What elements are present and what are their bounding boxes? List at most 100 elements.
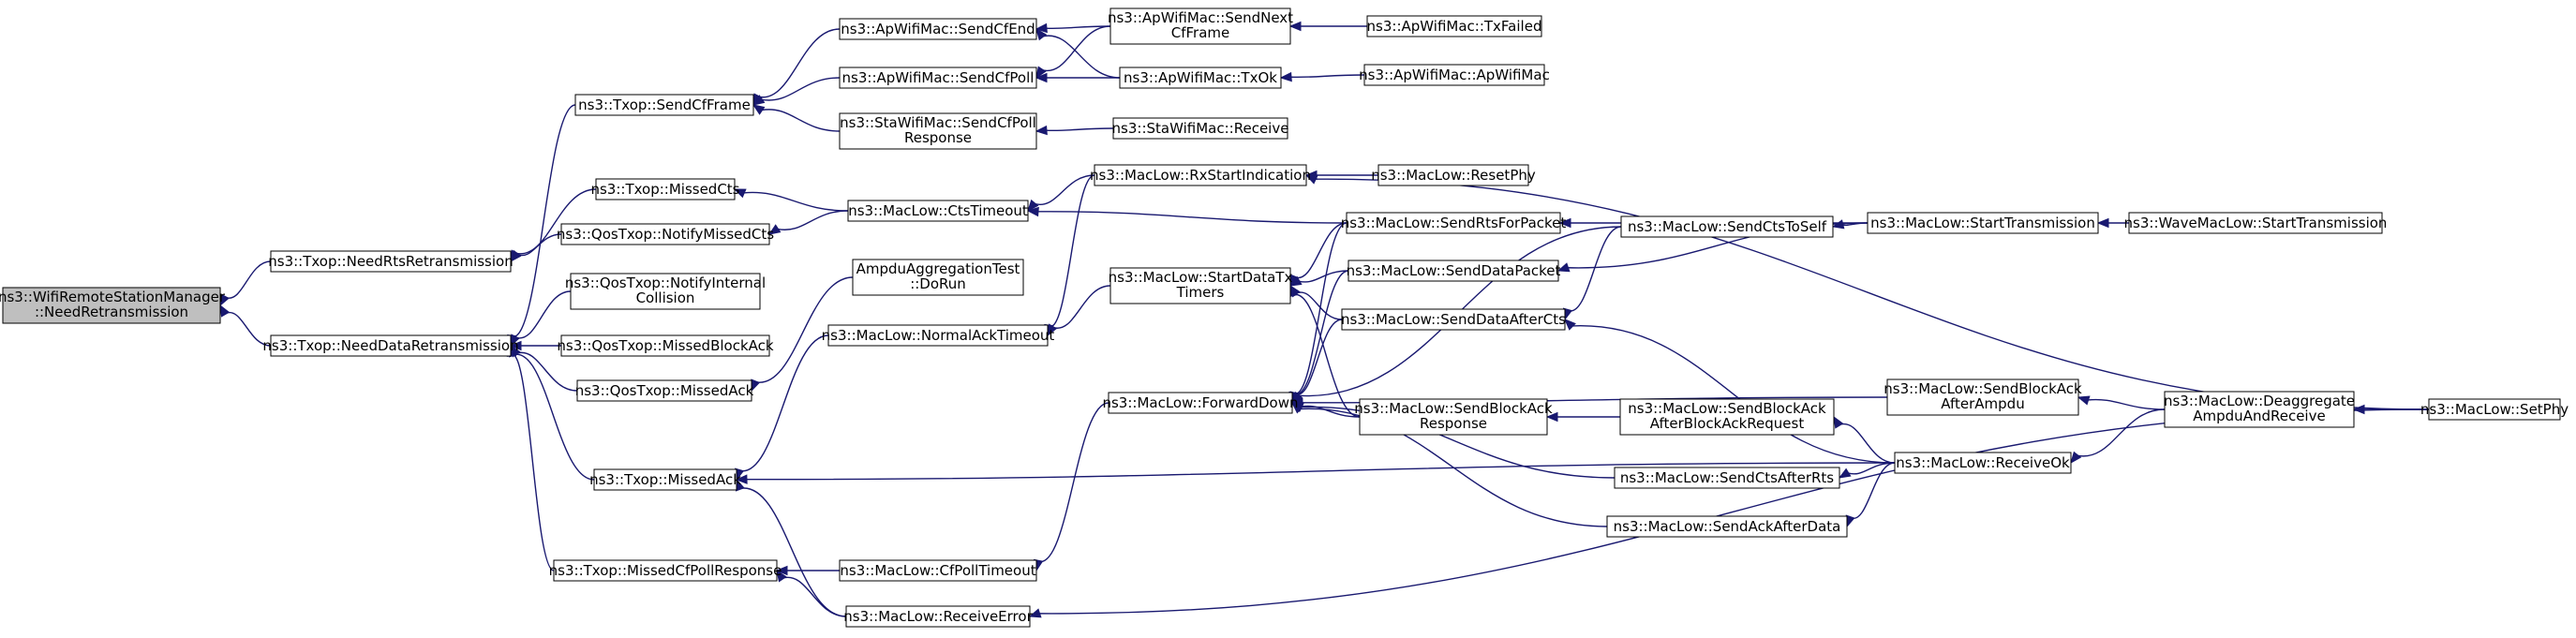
- node-box: [574, 94, 754, 116]
- node-label: ns3::MacLow::CtsTimeout: [848, 202, 1028, 219]
- node-root[interactable]: ns3::WifiRemoteStationManager::NeedRetra…: [0, 287, 226, 324]
- node-mac-send-data-after-cts[interactable]: ns3::MacLow::SendDataAfterCts: [1341, 308, 1566, 331]
- node-ap-ap-wifi-mac[interactable]: ns3::ApWifiMac::ApWifiMac: [1359, 64, 1550, 86]
- node-label: AmpduAndReceive: [2193, 408, 2325, 424]
- edge-mac-receive-ok-to-mac-send-cts-after-rts: [1838, 462, 1896, 479]
- node-mac-send-ack-after-data[interactable]: ns3::MacLow::SendAckAfterData: [1606, 515, 1848, 538]
- node-mac-send-rts[interactable]: ns3::MacLow::SendRtsForPacket: [1341, 212, 1567, 234]
- edges-layer: [219, 21, 2430, 618]
- node-box: [1112, 117, 1288, 140]
- edge-mac-start-transmission-to-mac-send-cts-to-self: [1831, 219, 1869, 230]
- node-box: [1341, 308, 1566, 331]
- node-label: ns3::MacLow::SendDataAfterCts: [1341, 311, 1566, 328]
- node-box: [1894, 452, 2072, 474]
- edge-mac-forward-down-to-mac-cf-poll-timeout: [1034, 402, 1109, 572]
- edge-mac-reset-phy-to-mac-rx-start: [1304, 170, 1379, 181]
- edge-ap-send-next-cf-to-ap-send-cf-end: [1035, 22, 1111, 34]
- node-mac-send-cts-to-self[interactable]: ns3::MacLow::SendCtsToSelf: [1620, 215, 1834, 238]
- node-mac-cts-timeout[interactable]: ns3::MacLow::CtsTimeout: [847, 200, 1029, 222]
- node-label: ns3::MacLow::SendDataPacket: [1347, 262, 1561, 279]
- node-mac-receive-ok[interactable]: ns3::MacLow::ReceiveOk: [1894, 452, 2072, 474]
- edge-mac-send-data-to-mac-forward-down: [1289, 270, 1349, 405]
- edge-mac-deaggregate-to-mac-receive-ok: [2070, 408, 2166, 465]
- node-wave-start-transmission[interactable]: ns3::WaveMacLow::StartTransmission: [2124, 212, 2388, 234]
- edge-ap-send-cf-poll-to-send-cf-frame: [752, 77, 841, 106]
- node-qos-missed-block-ack[interactable]: ns3::QosTxop::MissedBlockAck: [557, 334, 774, 357]
- node-box: [1606, 515, 1848, 538]
- node-missed-cts[interactable]: ns3::Txop::MissedCts: [590, 178, 740, 200]
- node-mac-rx-start[interactable]: ns3::MacLow::RxStartIndication: [1090, 164, 1311, 186]
- node-missed-cf-poll[interactable]: ns3::Txop::MissedCfPollResponse: [549, 559, 782, 582]
- edge-mac-receive-ok-to-mac-send-block-ack-after-bar: [1833, 415, 1896, 464]
- edge-mac-send-rts-to-mac-cts-timeout: [1026, 206, 1348, 224]
- node-mac-set-phy[interactable]: ns3::MacLow::SetPhy: [2420, 398, 2569, 421]
- node-txop-missed-ack[interactable]: ns3::Txop::MissedAck: [589, 468, 741, 491]
- node-box: [839, 18, 1037, 40]
- edge-mac-cts-timeout-to-qos-notify-missed-cts: [767, 210, 849, 235]
- node-label: ns3::ApWifiMac::SendCfEnd: [841, 21, 1035, 37]
- node-mac-cf-poll-timeout[interactable]: ns3::MacLow::CfPollTimeout: [839, 559, 1037, 582]
- node-ap-send-cf-end[interactable]: ns3::ApWifiMac::SendCfEnd: [839, 18, 1037, 40]
- node-mac-start-transmission[interactable]: ns3::MacLow::StartTransmission: [1867, 212, 2099, 234]
- edge-txop-missed-ack-to-need-data: [509, 344, 595, 481]
- node-box: [1886, 378, 2079, 416]
- node-mac-normal-ack[interactable]: ns3::MacLow::NormalAckTimeout: [822, 324, 1055, 347]
- node-ampdu-do-run[interactable]: AmpduAggregationTest::DoRun: [852, 259, 1024, 296]
- node-mac-send-data[interactable]: ns3::MacLow::SendDataPacket: [1347, 260, 1561, 282]
- node-sta-receive[interactable]: ns3::StaWifiMac::Receive: [1112, 117, 1289, 140]
- node-ap-tx-ok[interactable]: ns3::ApWifiMac::TxOk: [1119, 67, 1282, 89]
- node-label: ns3::QosTxop::NotifyMissedCts: [557, 226, 774, 243]
- node-box: [1867, 212, 2099, 234]
- node-box: [2128, 212, 2383, 234]
- node-label: ns3::QosTxop::MissedAck: [575, 382, 754, 399]
- edge-mac-receive-error-to-missed-cf-poll: [776, 569, 847, 617]
- node-ap-tx-failed[interactable]: ns3::ApWifiMac::TxFailed: [1366, 15, 1542, 37]
- edge-mac-cf-poll-timeout-to-missed-cf-poll: [775, 565, 841, 576]
- node-mac-forward-down[interactable]: ns3::MacLow::ForwardDown: [1102, 392, 1299, 414]
- node-box: [1109, 7, 1291, 45]
- node-label: ns3::MacLow::ReceiveOk: [1896, 454, 2070, 471]
- node-mac-receive-error[interactable]: ns3::MacLow::ReceiveError: [843, 605, 1034, 628]
- edge-sta-receive-to-sta-send-cf-poll-resp: [1035, 125, 1114, 136]
- node-box: [1619, 398, 1835, 436]
- node-label: ns3::MacLow::ReceiveError: [843, 608, 1033, 625]
- edge-ap-send-cf-end-to-send-cf-frame: [752, 28, 841, 107]
- node-box: [2, 287, 221, 324]
- node-box: [593, 468, 737, 491]
- node-need-rts[interactable]: ns3::Txop::NeedRtsRetransmission: [268, 250, 514, 273]
- node-label: ns3::MacLow::RxStartIndication: [1090, 167, 1311, 184]
- node-label: ns3::ApWifiMac::SendNext: [1108, 9, 1293, 26]
- edge-mac-set-phy-to-mac-receive-error: [1028, 408, 2430, 618]
- node-box: [1346, 212, 1561, 234]
- node-box: [1614, 467, 1840, 489]
- node-label: ns3::MacLow::SendCtsAfterRts: [1620, 469, 1834, 486]
- node-send-cf-frame[interactable]: ns3::Txop::SendCfFrame: [574, 94, 754, 116]
- node-ap-send-cf-poll[interactable]: ns3::ApWifiMac::SendCfPoll: [839, 67, 1037, 89]
- node-box: [1348, 260, 1559, 282]
- edge-mac-receive-ok-to-txop-missed-ack: [735, 462, 1896, 484]
- node-mac-send-cts-after-rts[interactable]: ns3::MacLow::SendCtsAfterRts: [1614, 467, 1840, 489]
- node-mac-reset-phy[interactable]: ns3::MacLow::ResetPhy: [1371, 164, 1536, 186]
- node-box: [576, 379, 752, 402]
- node-qos-notify-missed-cts[interactable]: ns3::QosTxop::NotifyMissedCts: [557, 223, 774, 245]
- node-need-data[interactable]: ns3::Txop::NeedDataRetransmission: [262, 334, 519, 357]
- node-box: [827, 324, 1049, 347]
- node-mac-send-block-ack-after-bar[interactable]: ns3::MacLow::SendBlockAckAfterBlockAckRe…: [1619, 398, 1835, 436]
- node-label: AfterAmpdu: [1941, 395, 2024, 412]
- node-label: AmpduAggregationTest: [856, 260, 1020, 277]
- node-box: [1109, 267, 1291, 304]
- node-qos-missed-ack[interactable]: ns3::QosTxop::MissedAck: [575, 379, 754, 402]
- edge-need-rts-to-root: [219, 260, 272, 307]
- node-box: [839, 67, 1037, 89]
- edge-ap-ap-wifi-mac-to-ap-tx-ok: [1279, 71, 1365, 82]
- node-label: ns3::ApWifiMac::ApWifiMac: [1359, 67, 1550, 83]
- edge-ap-tx-ok-to-ap-send-cf-poll: [1035, 72, 1120, 83]
